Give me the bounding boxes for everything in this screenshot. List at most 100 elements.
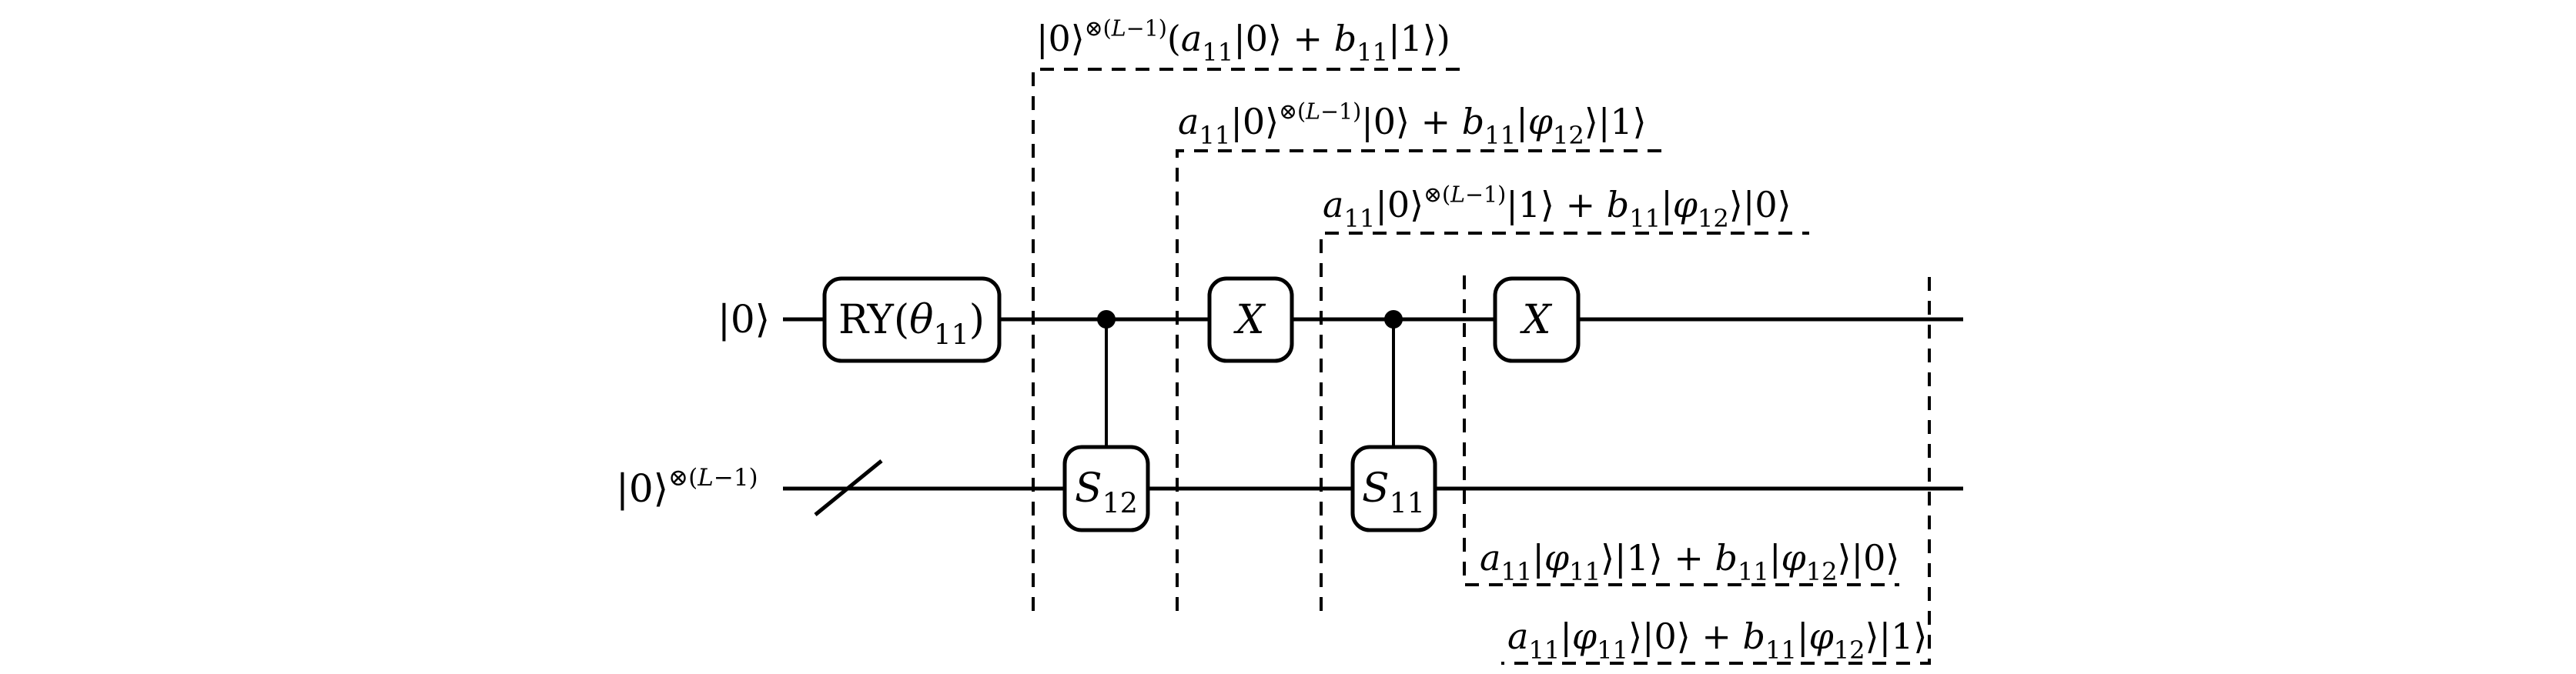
formula-segment: |: [1797, 616, 1809, 657]
gate-ry-label: RY(θ11): [838, 297, 985, 352]
formula-segment: ⊗(: [1085, 16, 1112, 42]
formula-segment: a: [1323, 184, 1343, 225]
formula-segment: |0⟩: [1036, 18, 1085, 59]
formula-segment: |0⟩: [1230, 101, 1279, 142]
state-bracket-2: [1176, 149, 1669, 611]
qubit-label-q1: |0⟩⊗(L−1): [616, 464, 758, 511]
formula-segment: 11: [933, 319, 969, 352]
formula-segment: L: [1305, 99, 1320, 125]
formula-segment: |1⟩ +: [1506, 184, 1607, 225]
formula-segment: 11: [1202, 38, 1233, 67]
state-bracket-3: [1320, 232, 1809, 611]
formula-segment: b: [1715, 537, 1738, 579]
formula-segment: X: [1233, 297, 1266, 343]
formula-segment: φ: [1808, 616, 1834, 657]
formula-segment: 11: [1738, 557, 1769, 586]
formula-segment: |0⟩: [718, 297, 770, 342]
formula-segment: a: [1480, 537, 1500, 579]
formula-segment: ⟩|1⟩: [1584, 101, 1647, 142]
formula-segment: |: [1769, 537, 1781, 579]
formula-segment: φ: [1572, 616, 1597, 657]
formula-segment: L: [1450, 182, 1465, 208]
formula-segment: a: [1181, 18, 1202, 59]
controlled-gate-s11[interactable]: S11: [1350, 310, 1437, 532]
formula-segment: ⟩|0⟩: [1838, 537, 1900, 579]
formula-segment: |0⟩: [616, 466, 668, 511]
formula-segment: |: [1661, 184, 1673, 225]
formula-segment: |: [1532, 537, 1544, 579]
state-annotation-3: a11|0⟩⊗(L−1)|1⟩ + b11|φ12⟩|0⟩: [1323, 182, 1791, 233]
formula-segment: 11: [1357, 38, 1388, 67]
formula-segment: |1⟩): [1388, 18, 1450, 59]
formula-segment: |0⟩ +: [1233, 18, 1334, 59]
formula-segment: ⟩|0⟩ +: [1628, 616, 1742, 657]
formula-segment: 12: [1698, 204, 1729, 233]
formula-segment: θ: [909, 297, 933, 343]
register-slash-icon: [814, 459, 883, 516]
formula-segment: 11: [1597, 636, 1628, 665]
formula-segment: |: [1560, 616, 1572, 657]
formula-segment: RY(: [838, 297, 909, 343]
formula-segment: L: [697, 464, 714, 492]
gate-x1-label: X: [1233, 297, 1266, 343]
state-bracket-4: [1463, 275, 1899, 586]
formula-segment: ⟩|1⟩ +: [1601, 537, 1715, 579]
formula-segment: −1): [1320, 99, 1361, 125]
formula-segment: 11: [1629, 204, 1661, 233]
formula-segment: 11: [1528, 636, 1560, 665]
formula-segment: −1): [1126, 16, 1167, 42]
gate-x2-label: X: [1519, 297, 1552, 343]
formula-segment: 11: [1569, 557, 1601, 586]
controlled-gate-s12[interactable]: S12: [1062, 310, 1150, 532]
state-bracket-5: [1501, 277, 1931, 665]
formula-segment: 12: [1834, 636, 1865, 665]
state-annotation-5: a11|φ11⟩|0⟩ + b11|φ12⟩|1⟩: [1507, 616, 1927, 665]
formula-segment: ⟩|1⟩: [1865, 616, 1928, 657]
gate-ry[interactable]: RY(θ11): [822, 276, 1002, 363]
state-bracket-1: [1032, 68, 1464, 611]
formula-segment: −1): [714, 464, 758, 492]
state-annotation-1: |0⟩⊗(L−1)(a11|0⟩ + b11|1⟩): [1036, 16, 1450, 67]
formula-segment: 11: [1765, 636, 1797, 665]
formula-segment: 11: [1390, 487, 1425, 520]
formula-segment: ⟩|0⟩: [1729, 184, 1791, 225]
formula-segment: φ: [1528, 101, 1554, 142]
formula-segment: 11: [1343, 204, 1375, 233]
formula-segment: φ: [1673, 184, 1698, 225]
formula-segment: b: [1462, 101, 1484, 142]
formula-segment: ⊗(: [668, 464, 698, 492]
qubit-label-q0: |0⟩: [718, 297, 770, 342]
formula-segment: ): [969, 297, 985, 343]
state-annotation-4: a11|φ11⟩|1⟩ + b11|φ12⟩|0⟩: [1480, 537, 1899, 586]
formula-segment: b: [1743, 616, 1765, 657]
formula-segment: |: [1516, 101, 1528, 142]
formula-segment: S: [1362, 465, 1390, 512]
formula-segment: −1): [1465, 182, 1506, 208]
gate-s11-label: S11: [1362, 465, 1425, 520]
formula-segment: 11: [1199, 121, 1230, 150]
formula-segment: b: [1607, 184, 1629, 225]
formula-segment: φ: [1544, 537, 1570, 579]
formula-segment: a: [1178, 101, 1199, 142]
formula-segment: S: [1075, 465, 1102, 512]
formula-segment: 11: [1484, 121, 1516, 150]
formula-segment: |0⟩: [1375, 184, 1423, 225]
formula-segment: φ: [1781, 537, 1806, 579]
formula-segment: 12: [1102, 487, 1138, 520]
formula-segment: |0⟩ +: [1361, 101, 1462, 142]
state-annotation-2: a11|0⟩⊗(L−1)|0⟩ + b11|φ12⟩|1⟩: [1178, 99, 1647, 150]
formula-segment: 12: [1553, 121, 1584, 150]
gate-x-2[interactable]: X: [1493, 276, 1581, 363]
control-dot-icon: [1384, 310, 1403, 329]
formula-segment: L: [1111, 16, 1126, 42]
control-dot-icon: [1097, 310, 1116, 329]
formula-segment: 11: [1500, 557, 1532, 586]
formula-segment: ⊗(: [1279, 99, 1306, 125]
formula-segment: a: [1507, 616, 1528, 657]
formula-segment: (: [1167, 18, 1181, 59]
formula-segment: ⊗(: [1423, 182, 1450, 208]
formula-segment: 12: [1806, 557, 1838, 586]
gate-x-1[interactable]: X: [1207, 276, 1294, 363]
formula-segment: X: [1519, 297, 1552, 343]
